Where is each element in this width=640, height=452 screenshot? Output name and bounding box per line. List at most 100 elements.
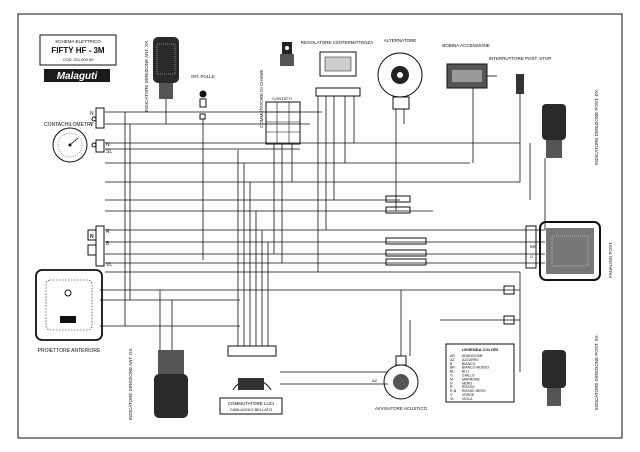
light-switch: COMMUTATORE LUCI CABLAGGIO BELLATO — [219, 345, 283, 415]
legend-code: BL — [450, 370, 454, 374]
light-switch-sub-label: CABLAGGIO BELLATO — [230, 407, 272, 412]
rear-right-indicator-label: INDICATORE DIREZIONE POST. DX. — [594, 89, 599, 165]
headlight: PROIETTORE ANTERIORE — [35, 269, 103, 354]
title-block: SCHEMA ELETTRICO FIFTY HF - 3M COD. 011.… — [39, 34, 117, 82]
wire-label-b: B — [106, 241, 110, 247]
speedometer-needle — [69, 137, 79, 146]
legend-code: G — [450, 374, 453, 378]
wire-label-r: R — [106, 229, 110, 235]
front-left-indicator-grid — [156, 43, 176, 75]
ignition-coil-label: BOBINA ACCENSIONE — [442, 43, 490, 48]
rear-left-indicator-lens — [542, 350, 566, 388]
stop-switch-body — [516, 74, 524, 94]
neutral-switch: INT. FOLLE — [191, 74, 215, 120]
front-left-indicator: INDICATORE DIREZIONE ANT. SX. — [144, 37, 179, 112]
wire-label-v1: V — [90, 122, 94, 128]
neutral-switch-label: INT. FOLLE — [191, 74, 215, 79]
wire-label-g: G — [530, 254, 533, 259]
regulator: REGOLATORE C/INTERMITTENZA — [301, 40, 374, 97]
title-line1: SCHEMA ELETTRICO — [55, 39, 101, 44]
key-switch-label: COMMUTATORE DI CHIAVE — [259, 70, 264, 128]
key-switch: COMMUTATORE DI CHIAVE CONTATTI — [259, 42, 301, 145]
legend-code: V — [450, 393, 453, 397]
key-icon — [280, 42, 294, 66]
legend-color-name: AZZURRO — [462, 358, 479, 362]
stop-switch: INTERRUTTORE POST. STOP — [489, 56, 552, 104]
legend-color-name: MARRONE — [462, 377, 481, 381]
ignition-coil: BOBINA ACCENSIONE — [442, 43, 497, 89]
neutral-switch-body — [199, 98, 207, 108]
front-right-indicator-stem — [158, 350, 184, 374]
legend-title: LEGENDA COLORI — [462, 347, 498, 352]
legend-code: B — [450, 362, 453, 366]
horn-label: AVVISATORE ACUSTICO — [375, 406, 428, 411]
speedometer-dial — [52, 127, 88, 163]
wire-label-br: BR — [530, 244, 536, 249]
logo-badge — [44, 69, 110, 82]
light-switch-label-box — [219, 397, 283, 415]
wiring-harness — [87, 88, 546, 385]
legend-color-name: VERDE — [462, 393, 475, 397]
headlight-housing — [35, 269, 103, 341]
title-box — [39, 34, 117, 66]
neutral-switch-bulb-icon — [199, 90, 207, 98]
rear-light-housing — [539, 221, 601, 281]
speedometer-label: CONTACHILOMETRI — [44, 122, 92, 128]
title-line3: COD. 011.000.00 — [63, 57, 95, 62]
rear-left-indicator-label: INDICATORE DIREZIONE POST. SX. — [594, 334, 599, 410]
legend-color-name: NERO — [462, 381, 472, 385]
horn: AVVISATORE ACUSTICO — [375, 355, 428, 411]
regulator-label: REGOLATORE C/INTERMITTENZA — [301, 40, 374, 45]
wire-label-az: AZ — [372, 378, 378, 383]
headlight-label: PROIETTORE ANTERIORE — [38, 348, 101, 354]
malaguti-logo: Malaguti — [44, 69, 110, 82]
front-right-indicator-label: INDICATORE DIREZIONE ANT. DX. — [128, 347, 133, 420]
light-switch-label: COMMUTATORE LUCI — [228, 401, 275, 406]
wire-labels: N V N SL R B VL N BR G AZ — [90, 111, 536, 383]
wire-label-n2: N — [106, 142, 110, 148]
legend-code: R — [450, 385, 453, 389]
logo-text: Malaguti — [57, 71, 98, 82]
rear-light-label: FANALINO POST. — [608, 241, 613, 278]
rear-right-indicator-lens — [542, 104, 566, 140]
alternator: ALTERNATORE — [377, 38, 423, 110]
title-line2: FIFTY HF - 3M — [51, 46, 105, 55]
legend-code: M — [450, 377, 453, 381]
light-switch-connector — [227, 345, 277, 357]
front-right-indicator-lens — [154, 374, 188, 418]
regulator-connector — [315, 87, 361, 97]
legend-color-name: BLU — [462, 370, 469, 374]
contacts-table — [265, 101, 301, 145]
rear-light: FANALINO POST. — [539, 221, 613, 281]
legend-code: AR — [450, 354, 455, 358]
legend-color-name: BIANCO — [462, 362, 476, 366]
neutral-switch-terminal — [199, 113, 206, 120]
speedometer: CONTACHILOMETRI — [44, 116, 97, 163]
rear-left-indicator: INDICATORE DIREZIONE POST. SX. — [542, 334, 599, 410]
alternator-label: ALTERNATORE — [384, 38, 417, 43]
wire-label-vl: VL — [106, 262, 112, 268]
legend-box — [445, 343, 515, 403]
legend-color-name: BIANCO-ROSSO — [462, 366, 490, 370]
front-left-indicator-stem — [159, 83, 173, 99]
legend-color-name: GIALLO — [462, 374, 475, 378]
stop-switch-label: INTERRUTTORE POST. STOP — [489, 56, 552, 61]
legend-color-name: VIOLA — [462, 397, 473, 401]
wire-label-n1: N — [90, 111, 94, 117]
rear-light-lens — [546, 228, 594, 274]
legend-color-name: ROSSO NERO — [462, 389, 486, 393]
legend-code: R-N — [450, 389, 457, 393]
alternator-connector — [392, 96, 410, 110]
wire-label-n-box: N — [90, 234, 94, 240]
regulator-body — [319, 51, 357, 77]
front-right-indicator: INDICATORE DIREZIONE ANT. DX. — [128, 347, 188, 420]
front-left-indicator-lens — [153, 37, 179, 83]
rear-right-indicator: INDICATORE DIREZIONE POST. DX. — [542, 89, 599, 165]
legend-color-name: ROSSO — [462, 385, 475, 389]
legend-code: VL — [450, 397, 454, 401]
legend-code: BR — [450, 366, 455, 370]
legend-code: AZ — [450, 358, 455, 362]
